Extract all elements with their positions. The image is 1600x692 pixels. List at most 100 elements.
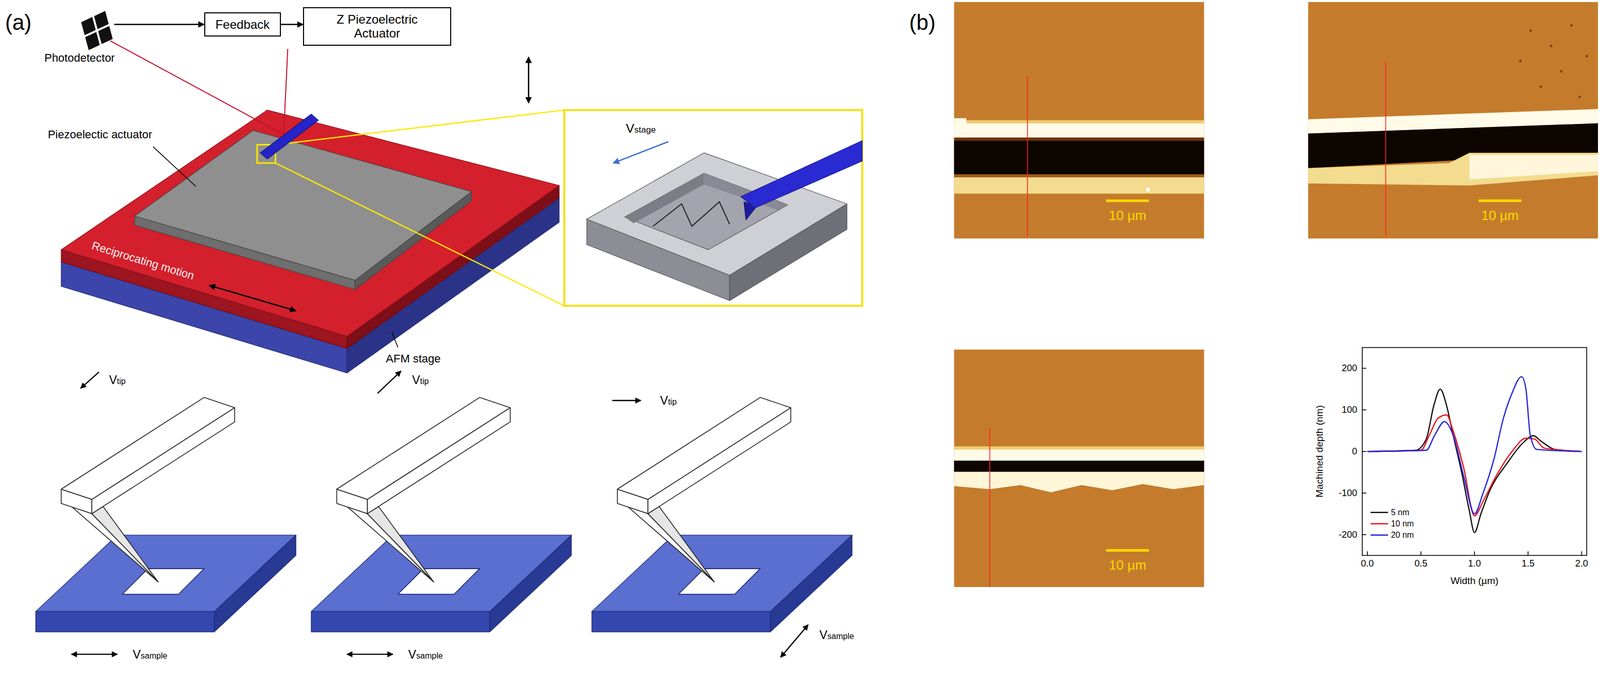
sample-front — [311, 611, 490, 633]
part-name: Piezoelectic actuator — [47, 128, 153, 141]
axis-tick-label: 1.5 — [1521, 558, 1535, 570]
surface-speck — [1570, 24, 1573, 27]
tip-sample-sketch — [591, 397, 852, 633]
profile-line — [1027, 76, 1029, 237]
profile-line — [989, 428, 991, 588]
particle — [1145, 187, 1150, 192]
piezo-plate-top — [134, 130, 472, 281]
surface-speck — [1578, 95, 1581, 99]
legend-line — [1370, 511, 1389, 515]
panel-letter: (a) — [5, 9, 32, 35]
leader-line — [392, 332, 399, 348]
legend-item: 5 nm — [1370, 508, 1410, 518]
scale-bar-label: 10 µm — [1108, 558, 1147, 574]
scale-bar — [1106, 199, 1149, 203]
zoom-line — [275, 163, 565, 307]
sample-front — [35, 611, 215, 633]
tip — [346, 506, 434, 583]
panel-letter: (b) — [909, 9, 936, 35]
legend-line — [1370, 512, 1389, 514]
photodetector-cell — [81, 16, 96, 35]
data-series — [1367, 415, 1582, 517]
axis-tick-label: 2.0 — [1575, 558, 1589, 570]
actuator-block-top — [61, 110, 560, 337]
sample-velocity-arrow — [780, 625, 809, 658]
axis-tick — [1473, 551, 1475, 556]
stage-velocity-arrow — [613, 141, 669, 164]
surface-speck — [1585, 54, 1589, 58]
pile-up-band — [953, 123, 1204, 138]
velocity-label: Vtip — [109, 373, 126, 388]
legend-label: 5 nm — [1391, 508, 1410, 518]
pile-up-band — [953, 177, 1204, 194]
cantilever — [740, 140, 863, 209]
machined-area — [122, 569, 205, 595]
legend-line — [1370, 534, 1389, 538]
sample-velocity-arrow — [71, 653, 118, 655]
axis-tick — [1362, 409, 1367, 411]
actuator-box: Z Piezoelectric Actuator — [303, 7, 452, 46]
axis-tick — [1362, 492, 1367, 494]
pile-up-band — [1308, 152, 1598, 186]
legend-line — [1370, 535, 1389, 537]
plot-frame — [1362, 347, 1587, 556]
axis-tick-label: -100 — [1338, 488, 1358, 500]
surface-speck — [1539, 85, 1542, 88]
axis-tick-label: 0 — [1352, 446, 1358, 458]
afm-background — [953, 349, 1204, 588]
surface-speck — [1519, 59, 1522, 63]
pile-up-band — [953, 449, 1204, 461]
zoom-line — [275, 110, 565, 145]
sample-front — [591, 611, 771, 633]
axis-tick — [1362, 534, 1367, 536]
scale-bar — [1106, 549, 1149, 553]
laser-beam — [110, 40, 284, 135]
surface-speck — [1549, 44, 1553, 48]
scan-path — [652, 202, 730, 227]
controller-box: Feedback — [204, 12, 281, 38]
tip-velocity-arrow — [377, 371, 402, 395]
axis-title: Width (µm) — [1450, 575, 1499, 588]
box-label: Z Piezoelectric Actuator — [314, 12, 440, 41]
sample-top — [35, 535, 296, 613]
groove-band — [953, 460, 1204, 473]
panel-b-illustration — [953, 2, 1598, 588]
photodetector-icon — [81, 10, 113, 50]
legend-label: 20 nm — [1391, 530, 1414, 541]
axis-tick-label: 200 — [1341, 363, 1358, 375]
tip — [627, 506, 715, 583]
data-series — [1367, 377, 1582, 515]
tip — [367, 506, 434, 583]
pile-up-band — [953, 472, 1204, 493]
cantilever — [260, 114, 319, 159]
axis-tick — [1362, 451, 1367, 453]
surface-speck — [1529, 29, 1533, 32]
sample-velocity-arrow — [346, 653, 393, 655]
legend-item: 20 nm — [1370, 530, 1414, 541]
velocity-label: Vtip — [412, 373, 429, 388]
cantilever — [617, 397, 791, 500]
legend-line — [1370, 522, 1389, 526]
sample-top — [311, 535, 572, 613]
axis-tick-label: 0.5 — [1414, 558, 1428, 570]
axis-tick — [1420, 551, 1422, 556]
signal-arrow — [280, 23, 304, 26]
machined-area — [398, 569, 480, 595]
axis-tick-label: 100 — [1341, 404, 1358, 416]
scale-bar-label: 10 µm — [1108, 208, 1147, 224]
legend-line — [1370, 523, 1389, 525]
legend-label: 10 nm — [1391, 519, 1414, 529]
groove-band — [953, 140, 1204, 175]
afm-image — [953, 2, 1204, 239]
groove-edge — [953, 174, 1204, 178]
cantilever — [61, 397, 235, 500]
tip — [647, 506, 715, 583]
photodetector-cell — [94, 10, 109, 29]
laser-beam — [283, 48, 288, 135]
afm-image — [953, 349, 1204, 588]
inset — [564, 110, 863, 307]
sample-top — [591, 535, 852, 613]
